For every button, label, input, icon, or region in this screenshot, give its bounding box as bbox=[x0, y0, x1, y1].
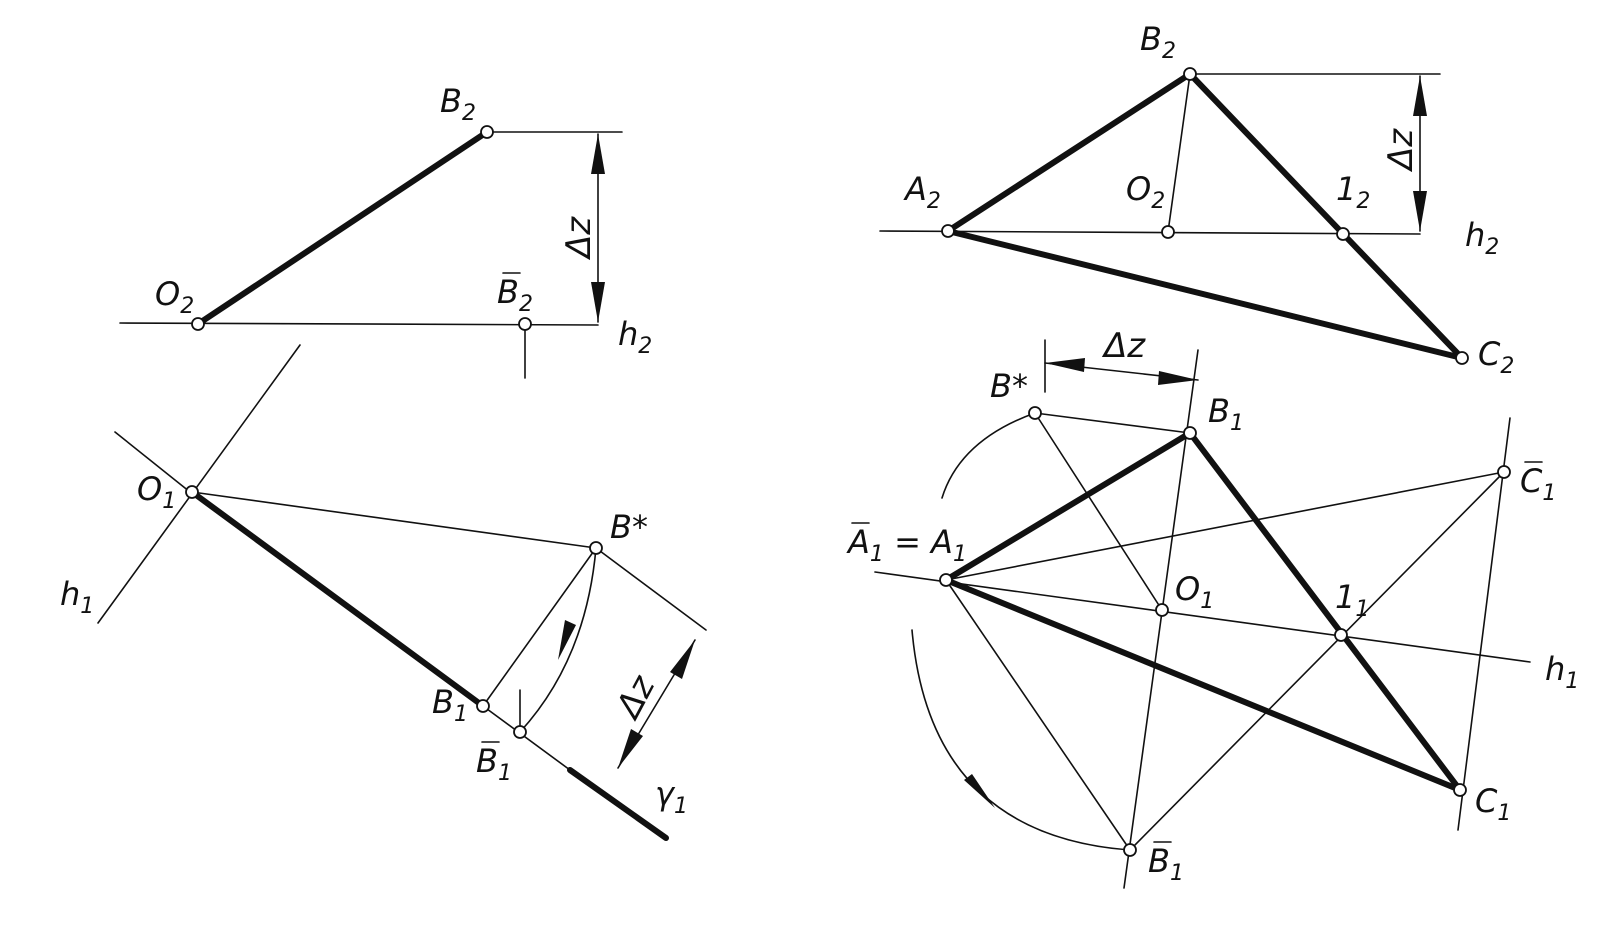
bstar-o1-line bbox=[1034, 412, 1163, 611]
label-dz-left: Δz bbox=[559, 216, 599, 261]
label-bbar1-left: B1 bbox=[476, 742, 512, 786]
point-a1 bbox=[939, 573, 953, 587]
label-o2: O2 bbox=[155, 275, 194, 319]
b1-gamma-trace bbox=[482, 705, 571, 771]
label-bbar2: B2 bbox=[497, 273, 533, 317]
point-c1 bbox=[1453, 783, 1467, 797]
label-c2: C2 bbox=[1478, 335, 1514, 379]
label-bstar-right: B* bbox=[990, 367, 1028, 405]
point-1-2 bbox=[1336, 227, 1350, 241]
gamma1-trace bbox=[567, 767, 669, 841]
segment-a1-c1 bbox=[943, 577, 1463, 793]
label-1-1: 11 bbox=[1335, 578, 1369, 622]
a1-bbar1-line bbox=[945, 579, 1131, 851]
label-dz-mid-right: Δz bbox=[1101, 326, 1146, 366]
b2-o2-line bbox=[1167, 73, 1191, 233]
dz-arrow-down bbox=[591, 282, 605, 322]
label-o1-left: O1 bbox=[137, 470, 176, 514]
point-c2 bbox=[1455, 351, 1469, 365]
label-h2-left: h2 bbox=[618, 315, 652, 359]
segment-a2-c2 bbox=[945, 228, 1465, 361]
dz-top-arrow-left bbox=[1045, 358, 1085, 372]
point-b2-right bbox=[1183, 67, 1197, 81]
label-bbar1-right: B1 bbox=[1148, 842, 1184, 886]
label-b1-left: B1 bbox=[432, 683, 468, 727]
segment-a2-b2 bbox=[945, 71, 1193, 234]
point-bstar-right bbox=[1028, 406, 1042, 420]
point-bbar1 bbox=[513, 725, 527, 739]
segment-o1-b1 bbox=[189, 489, 486, 709]
label-h1-left: h1 bbox=[60, 575, 94, 619]
label-cbar1: C1 bbox=[1520, 462, 1556, 506]
point-b1-right bbox=[1183, 426, 1197, 440]
label-1-2: 12 bbox=[1336, 170, 1370, 214]
h2-line-right bbox=[879, 230, 1421, 235]
point-o1 bbox=[185, 485, 199, 499]
label-o1-right: O1 bbox=[1175, 570, 1214, 614]
gamma-direction-line bbox=[114, 431, 191, 493]
label-h1-right: h1 bbox=[1545, 650, 1579, 694]
point-o2 bbox=[191, 317, 205, 331]
dz-arrow-up bbox=[591, 134, 605, 174]
segment-o2-b2 bbox=[195, 129, 490, 327]
rotation-arrow-right bbox=[964, 774, 995, 808]
point-o1-right bbox=[1155, 603, 1169, 617]
segment-a1-b1 bbox=[943, 430, 1193, 583]
rotation-arc-top bbox=[941, 412, 1036, 499]
bstar-perpendicular bbox=[595, 547, 707, 631]
rotation-arc-left bbox=[519, 547, 597, 733]
dz-rot-arrow-b bbox=[618, 729, 643, 768]
segment-b1-c1 bbox=[1187, 430, 1463, 793]
point-b1 bbox=[476, 699, 490, 713]
rotation-arrow-left bbox=[558, 620, 576, 660]
right-figure: B2 A2 O2 12 h2 C2 Δz Δz B* B1 C1 A1 = A1… bbox=[846, 20, 1579, 889]
point-o2-right bbox=[1161, 225, 1175, 239]
h1-line bbox=[97, 344, 301, 624]
label-dz-rotated: Δz bbox=[607, 668, 664, 727]
bstar-b1-line bbox=[482, 547, 597, 707]
label-h2-right: h2 bbox=[1465, 216, 1499, 260]
label-b1-right: B1 bbox=[1208, 392, 1244, 436]
label-c1: C1 bbox=[1475, 782, 1511, 826]
segment-b2-c2 bbox=[1187, 71, 1465, 361]
vertical-c bbox=[1457, 417, 1511, 831]
h1-line-right bbox=[874, 571, 1531, 663]
point-bbar1-right bbox=[1123, 843, 1137, 857]
point-cbar1 bbox=[1497, 465, 1511, 479]
a1-cbar1-line bbox=[945, 471, 1505, 581]
label-a2: A2 bbox=[903, 170, 941, 214]
label-a1-equation: A1 = A1 bbox=[846, 523, 967, 567]
label-gamma1: γ1 bbox=[655, 775, 688, 819]
left-figure: B2 O2 B2 h2 Δz O1 h1 B* B1 B1 Δz γ1 bbox=[60, 82, 707, 841]
bstar-b1-line-right bbox=[1034, 412, 1191, 434]
point-bstar bbox=[589, 541, 603, 555]
label-b2: B2 bbox=[440, 82, 476, 126]
vertical-b1 bbox=[1123, 349, 1199, 889]
dz-rot-arrow-a bbox=[670, 640, 695, 679]
dz-top-arrow-right bbox=[1158, 371, 1198, 385]
point-1-1 bbox=[1334, 628, 1348, 642]
o1-bstar-line bbox=[191, 491, 597, 549]
label-dz-top-right: Δz bbox=[1381, 128, 1421, 173]
point-a2 bbox=[941, 224, 955, 238]
label-b2-right: B2 bbox=[1140, 20, 1176, 64]
bbar1-cbar1-line bbox=[1129, 471, 1505, 851]
rotation-arc-bottom bbox=[911, 629, 1131, 851]
point-bbar2 bbox=[518, 317, 532, 331]
point-b2 bbox=[480, 125, 494, 139]
label-bstar-left: B* bbox=[610, 508, 648, 546]
label-o2-right: O2 bbox=[1126, 170, 1165, 214]
